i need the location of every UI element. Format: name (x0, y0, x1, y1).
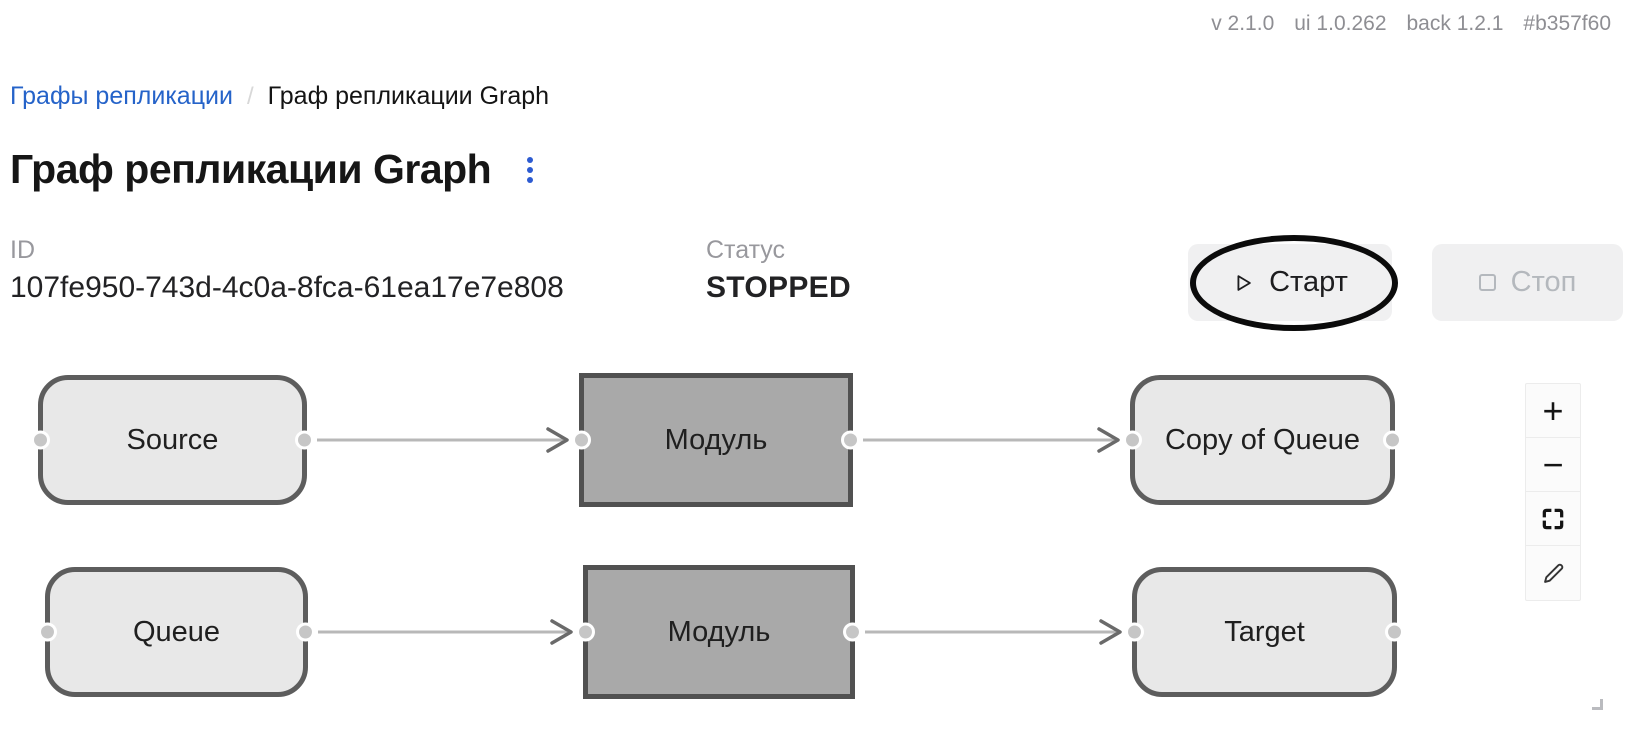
node-port-left[interactable] (572, 430, 591, 450)
node-port-left[interactable] (38, 622, 57, 642)
app-version: v 2.1.0 (1211, 12, 1275, 35)
edit-button[interactable] (1526, 546, 1580, 600)
node-port-left[interactable] (1125, 622, 1144, 642)
node-port-right[interactable] (295, 430, 314, 450)
build-hash: #b357f60 (1523, 12, 1611, 35)
node-label: Queue (132, 615, 221, 648)
page-title: Граф репликации Graph (10, 146, 492, 192)
resize-corner-icon[interactable] (1592, 699, 1603, 710)
zoom-out-button[interactable]: − (1526, 438, 1580, 492)
graph-node-module-top[interactable]: Модуль (572, 373, 860, 507)
node-port-left[interactable] (576, 622, 595, 642)
status-value: STOPPED (706, 271, 851, 304)
node-label: Модуль (664, 423, 768, 456)
back-version: back 1.2.1 (1406, 12, 1504, 35)
stop-button[interactable]: Стоп (1432, 244, 1623, 321)
fit-view-button[interactable] (1526, 492, 1580, 546)
version-info: v 2.1.0 ui 1.0.262 back 1.2.1 #b357f60 (1211, 12, 1611, 36)
node-port-right[interactable] (1383, 430, 1402, 450)
status-block: Статус STOPPED (706, 236, 851, 305)
id-value: 107fe950-743d-4c0a-8fca-61ea17e7e808 (10, 271, 564, 304)
node-label: Target (1224, 615, 1305, 648)
graph-node-copy-of-queue[interactable]: Copy of Queue (1123, 375, 1402, 505)
graph-node-target[interactable]: Target (1125, 567, 1404, 697)
graph-node-queue[interactable]: Queue (38, 567, 315, 697)
stop-square-icon (1478, 274, 1496, 291)
id-label: ID (10, 236, 35, 264)
plus-icon: + (1542, 389, 1564, 431)
start-button-label: Старт (1269, 266, 1348, 298)
kebab-menu-icon[interactable] (523, 153, 537, 187)
stop-button-label: Стоп (1510, 266, 1577, 298)
minus-icon: − (1542, 443, 1564, 485)
breadcrumb-link-graphs[interactable]: Графы репликации (10, 82, 233, 110)
play-icon (1237, 274, 1251, 291)
node-port-right[interactable] (841, 430, 860, 450)
breadcrumb-current: Граф репликации Graph (267, 82, 550, 110)
title-row: Граф репликации Graph (10, 146, 537, 193)
graph-toolbar: + − (1525, 383, 1581, 601)
fit-view-icon (1542, 508, 1564, 529)
graph-node-module-bottom[interactable]: Модуль (576, 565, 862, 699)
breadcrumb: Графы репликации / Граф репликации Graph (10, 82, 549, 111)
node-label: Copy of Queue (1164, 423, 1361, 456)
node-label: Модуль (667, 615, 771, 648)
node-port-right[interactable] (843, 622, 862, 642)
zoom-in-button[interactable]: + (1526, 384, 1580, 438)
node-port-left[interactable] (1123, 430, 1142, 450)
node-port-right[interactable] (296, 622, 315, 642)
ui-version: ui 1.0.262 (1294, 12, 1387, 35)
node-port-right[interactable] (1385, 622, 1404, 642)
id-block: ID 107fe950-743d-4c0a-8fca-61ea17e7e808 (10, 236, 564, 305)
node-label: Source (126, 423, 219, 456)
breadcrumb-separator: / (246, 82, 254, 110)
status-label: Статус (706, 236, 786, 264)
pencil-icon (1543, 563, 1563, 583)
graph-node-source[interactable]: Source (31, 375, 314, 505)
start-button[interactable]: Старт (1188, 244, 1392, 321)
node-port-left[interactable] (31, 430, 50, 450)
